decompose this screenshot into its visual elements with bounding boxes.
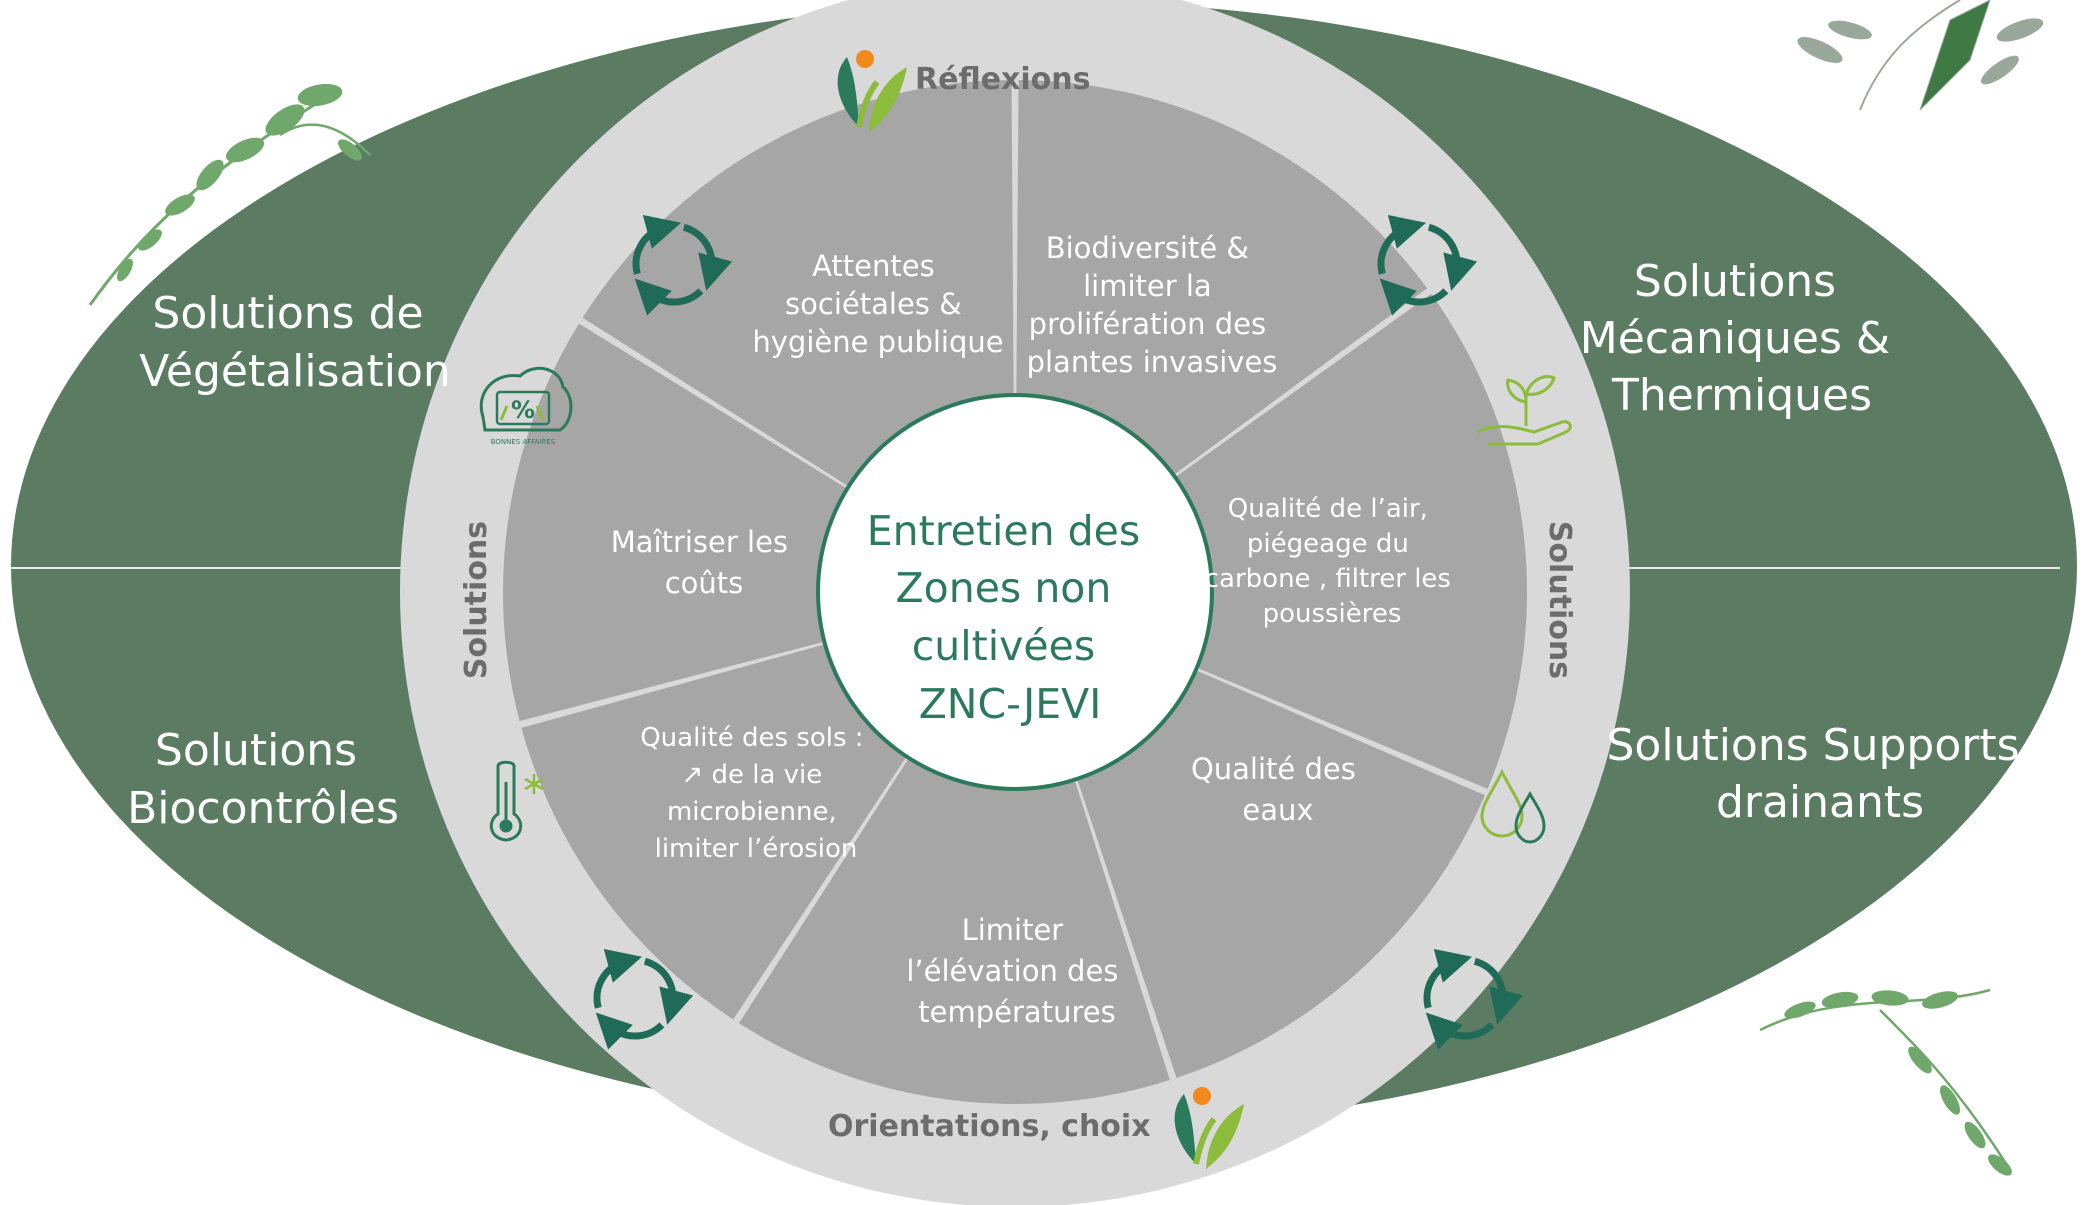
seedling-hand-icon (1477, 375, 1572, 446)
leaf-logo-icon (837, 50, 907, 132)
segment-label-qualite-sols: Qualité des sols : ↗ de la vie microbien… (640, 723, 872, 864)
recycle-arrows-icon (593, 948, 694, 1050)
leaf-logo-icon (1174, 1087, 1244, 1169)
ring-label-orientations: Orientations, choix (828, 1109, 1151, 1144)
foliage-branch-icon (1797, 0, 2044, 111)
foliage-branch-icon (88, 83, 371, 306)
quadrant-label-biocontroles: Solutions Biocontrôles (127, 725, 399, 834)
segment-label-couts: Maîtriser les coûts (611, 525, 798, 600)
quadrant-label-vegetalisation: Solutions de Végétalisation (139, 288, 451, 397)
quadrant-label-mecaniques: Solutions Mécaniques & Thermiques (1580, 256, 1904, 421)
segment-label-qualite-air: Qualité de l’air, piégeage du carbone , … (1205, 494, 1460, 629)
center-circle (816, 393, 1214, 791)
ring-label-reflexions: Réflexions (915, 62, 1091, 97)
segment-qualite-air (1063, 293, 1528, 789)
quadrant-label-supports-drainants: Solutions Supports drainants (1606, 720, 2033, 828)
ring-label-solutions-right: Solutions (1542, 521, 1577, 679)
recycle-arrows-icon (632, 214, 733, 316)
svg-text:%: % (511, 396, 535, 424)
ring-label-solutions-left: Solutions (459, 521, 494, 679)
water-drops-icon (1480, 768, 1546, 844)
thermometer-snowflake-icon (489, 760, 544, 842)
recycle-arrows-icon (1423, 948, 1524, 1050)
segment-label-qualite-eaux: Qualité des eaux (1191, 752, 1365, 827)
svg-text:BONNES AFFAIRES: BONNES AFFAIRES (491, 438, 556, 446)
segment-label-temperatures: Limiter l’élévation des températures (906, 913, 1127, 1029)
segment-label-attentes: Attentes sociétales & hygiène publique (752, 249, 1003, 359)
center-title: Entretien des Zones non cultivées ZNC-JE… (867, 507, 1154, 728)
foliage-branch-icon (1759, 988, 2012, 1176)
recycle-arrows-icon (1377, 214, 1478, 316)
segment-label-biodiversite: Biodiversité & limiter la prolifération … (1027, 231, 1278, 379)
bonnes-affaires-badge-icon: % BONNES AFFAIRES (479, 366, 573, 446)
